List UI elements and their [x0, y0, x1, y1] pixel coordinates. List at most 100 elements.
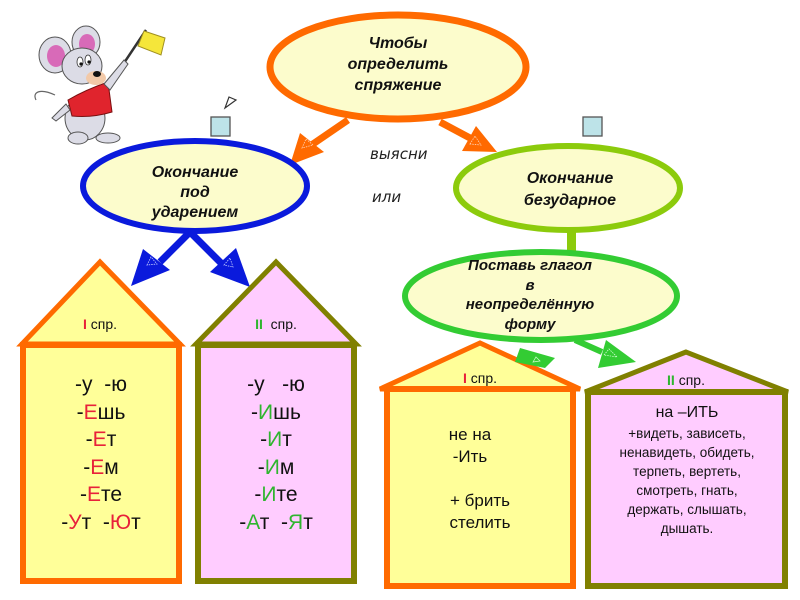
ending-vowel: И [264, 455, 280, 479]
ending-part: - [76, 400, 84, 424]
house2-endings: -у -ю-Ишь-Ит-Им-Ите-Ат -Ят [205, 371, 347, 536]
rule-line: + брить [450, 491, 510, 510]
house1-number: I [82, 316, 87, 332]
stressed-ending-oval [80, 138, 310, 234]
unstressed-line: Окончание [526, 170, 614, 187]
ending-part: т - [259, 510, 289, 534]
rule-line: держать, слышать, [627, 502, 747, 517]
ending-line: -Ем [30, 454, 172, 482]
ending-vowel: Ю [109, 510, 132, 534]
find-out-label: выясни [370, 145, 428, 163]
ending-vowel: А [246, 510, 260, 534]
ending-line: -Ут -Ют [30, 509, 172, 537]
rule-line: -Ить [452, 447, 488, 466]
arrow-root-to-stressed [290, 117, 350, 165]
infinitive-line: Поставь глагол [468, 257, 592, 274]
or-label: или [372, 188, 402, 206]
mouse-mascot-icon [34, 25, 166, 145]
ending-part: - [61, 510, 69, 534]
house3-rule: не на -Ить + брить стелить [395, 424, 565, 534]
house2-label: II спр. [216, 316, 336, 332]
stressed-line: под [180, 184, 210, 201]
ending-part: - [251, 400, 259, 424]
ending-line: -Ишь [205, 399, 347, 427]
ending-part: - [257, 455, 265, 479]
ending-line: -Им [205, 454, 347, 482]
arrow-stressed-to-house1 [131, 229, 193, 286]
root-line: спряжение [354, 77, 442, 94]
ending-line: -у -ю [30, 371, 172, 399]
root-oval-text: Чтобы определить спряжение [318, 33, 478, 96]
ending-vowel: Е [92, 428, 107, 451]
ending-part: м [104, 455, 119, 479]
ending-part: - [83, 455, 91, 479]
root-line: определить [347, 56, 449, 73]
ending-vowel: И [261, 483, 277, 506]
arrow-infinitive-to-house4 [573, 337, 636, 368]
infinitive-line: форму [504, 315, 556, 333]
house4-label-text: спр. [674, 372, 705, 388]
rule-line: смотреть, гнать, [636, 483, 738, 498]
house4-label: II спр. [626, 372, 746, 388]
stressed-line: ударением [151, 204, 239, 221]
arrow-stressed-to-house2 [187, 229, 250, 287]
ending-part: -у -ю [247, 373, 305, 396]
ending-line: -Ет [30, 426, 172, 454]
house-conj2-unstressed [584, 349, 789, 589]
rule-line [395, 468, 565, 490]
ending-part: шь [273, 400, 301, 424]
house4-number: II [667, 372, 675, 388]
ending-part: т [282, 428, 292, 451]
root-oval [266, 11, 530, 123]
ending-part: т [303, 510, 313, 534]
infinitive-oval-text: Поставь глагол в неопределённую форму [430, 256, 630, 342]
house2-number: II [255, 316, 263, 332]
stressed-line: Окончание [151, 164, 239, 181]
ending-vowel: Е [83, 400, 98, 424]
ending-vowel: Е [90, 455, 105, 479]
rule-line: стелить [449, 513, 511, 532]
unstressed-line: безударное [523, 192, 617, 209]
arrow-root-to-unstressed [438, 118, 497, 152]
ending-line: -Ешь [30, 399, 172, 427]
rule-line: ненавидеть, обидеть, [619, 445, 755, 460]
ending-part: шь [97, 400, 126, 424]
ending-part: -у -ю [75, 373, 127, 396]
house3-number: I [462, 370, 467, 386]
ending-part: - [254, 483, 262, 506]
unstressed-oval-text: Окончание безударное [480, 168, 660, 212]
unstressed-ending-oval [453, 143, 683, 233]
house-conj2-stressed [190, 258, 362, 584]
ending-part: те [100, 483, 123, 506]
rule-line: +видеть, зависеть, [628, 426, 746, 441]
ending-vowel: У [68, 510, 82, 534]
house3-label: I спр. [420, 370, 540, 386]
rule-line: не на [448, 425, 492, 444]
ending-part: - [85, 428, 93, 451]
infinitive-line: в [525, 276, 535, 294]
action-square-left-icon[interactable] [210, 116, 231, 137]
house-conj1-stressed [16, 258, 186, 584]
ending-vowel: Е [86, 483, 101, 506]
house-conj1-unstressed [378, 340, 582, 589]
house1-label: I спр. [40, 316, 160, 332]
arrow-infinitive-to-house3 [515, 348, 555, 368]
house1-label-text: спр. [86, 316, 118, 332]
ending-part: - [260, 428, 268, 451]
stressed-oval-text: Окончание под ударением [105, 163, 285, 223]
root-line: Чтобы [368, 35, 428, 52]
house4-rule: на –ИТЬ +видеть, зависеть, ненавидеть, о… [592, 402, 782, 538]
action-square-right-icon[interactable] [582, 116, 603, 137]
infinitive-oval [402, 249, 680, 343]
house1-endings: -у -ю-Ешь-Ет-Ем-Ете-Ут -Ют [30, 371, 172, 536]
ending-line: -у -ю [205, 371, 347, 399]
ending-part: те [276, 483, 298, 506]
ending-part: м [279, 455, 295, 479]
rule-line: терпеть, вертеть, [633, 464, 741, 479]
house3-label-text: спр. [466, 370, 498, 386]
ending-part: т [131, 510, 141, 534]
unstressed-connector [567, 228, 576, 258]
ending-part: - [239, 510, 247, 534]
ending-vowel: Я [288, 510, 304, 534]
